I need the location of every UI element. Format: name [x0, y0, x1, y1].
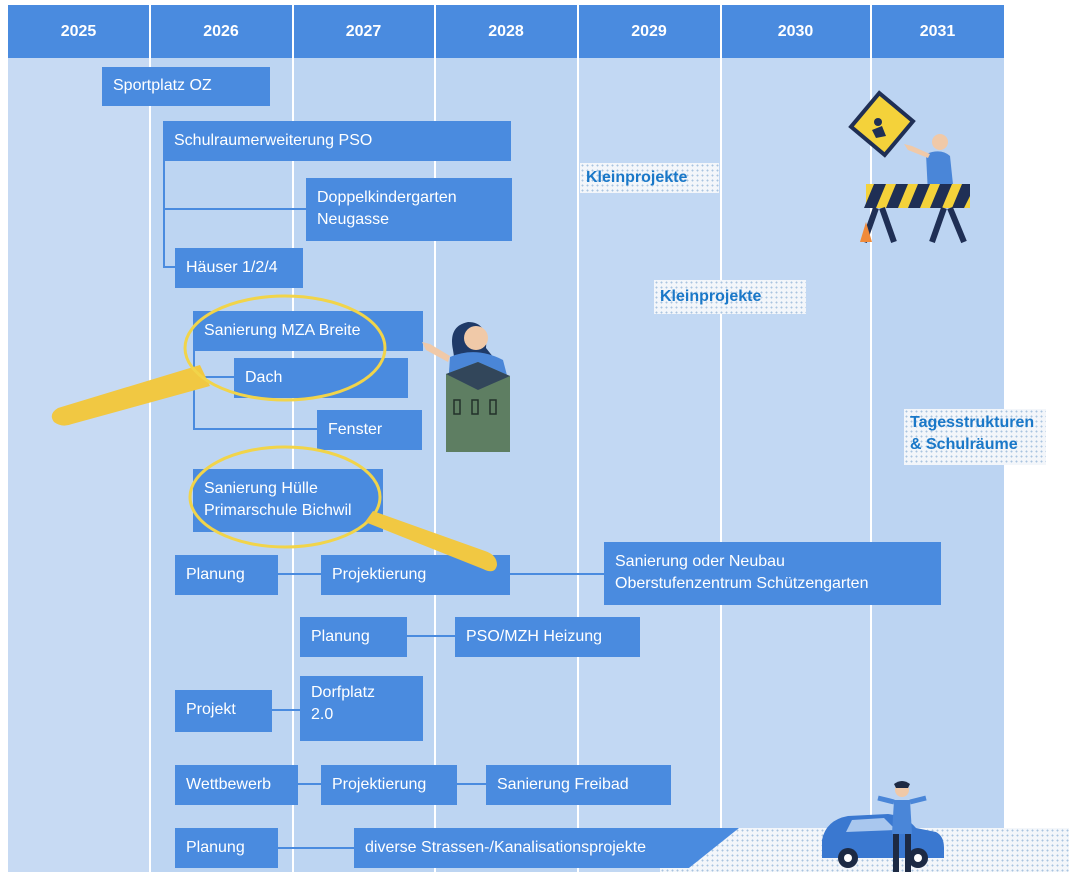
connector-line	[193, 428, 317, 430]
project-sportplatz: Sportplatz OZ	[102, 67, 270, 106]
woman-with-house-icon	[422, 322, 510, 452]
box-line: Doppelkindergarten	[317, 189, 457, 206]
project-planung-oz: Planung	[175, 555, 278, 595]
divider	[870, 5, 872, 872]
column-2025	[8, 58, 149, 872]
year-header-2025: 2025	[8, 5, 149, 58]
box-line: Primarschule Bichwil	[204, 502, 352, 519]
connector-line	[407, 635, 455, 637]
box-line: Sanierung oder Neubau	[615, 553, 785, 570]
project-neubau-oberstufenzentrum: Sanierung oder Neubau Oberstufenzentrum …	[604, 542, 941, 605]
project-projekt-dorfplatz: Projekt	[175, 690, 272, 732]
divider	[577, 5, 579, 872]
divider	[292, 5, 294, 872]
project-heizung: PSO/MZH Heizung	[455, 617, 640, 657]
connector-line	[163, 145, 165, 268]
year-header-2031: 2031	[871, 5, 1004, 58]
project-sanierung-huelle: Sanierung Hülle Primarschule Bichwil	[193, 469, 383, 532]
project-doppelkindergarten: Doppelkindergarten Neugasse	[306, 178, 512, 241]
man-with-car-icon	[822, 781, 944, 872]
box-line: Oberstufenzentrum Schützengarten	[615, 575, 869, 592]
divider	[434, 5, 436, 872]
box-line: Dorfplatz	[311, 684, 376, 701]
connector-line	[278, 573, 321, 575]
year-header-2028: 2028	[435, 5, 577, 58]
box-line: Neugasse	[317, 211, 390, 228]
column-2029	[578, 58, 720, 872]
project-schulraumerweiterung: Schulraumerweiterung PSO	[163, 121, 511, 161]
project-planung-heizung: Planung	[300, 617, 407, 657]
magnifier-icon	[51, 294, 387, 426]
year-header-2027: 2027	[293, 5, 434, 58]
label-tagesstrukturen: Tagesstrukturen & Schulräume	[904, 409, 1046, 465]
connector-line	[193, 376, 234, 378]
project-projektierung-freibad: Projektierung	[321, 765, 457, 805]
column-2030	[721, 58, 870, 872]
divider	[149, 5, 151, 872]
column-2026	[150, 58, 292, 872]
project-sanierung-freibad: Sanierung Freibad	[486, 765, 671, 805]
year-header-2029: 2029	[578, 5, 720, 58]
connector-line	[457, 783, 486, 785]
box-line: 2.0	[311, 706, 334, 723]
connector-line	[272, 709, 300, 711]
project-dorfplatz: Dorfplatz 2.0	[300, 676, 423, 741]
label-kleinprojekte-2: Kleinprojekte	[654, 280, 806, 314]
connector-line	[278, 847, 354, 849]
year-header-2030: 2030	[721, 5, 870, 58]
connector-line	[163, 266, 175, 268]
box-line: Sanierung Hülle	[204, 480, 318, 497]
connector-line	[298, 783, 321, 785]
connector-line	[508, 573, 604, 575]
divider	[720, 5, 722, 872]
project-haeuser: Häuser 1/2/4	[175, 248, 303, 288]
year-header-2026: 2026	[150, 5, 292, 58]
project-strassen: diverse Strassen-/Kanalisationsprojekte	[354, 828, 739, 868]
project-fenster: Fenster	[317, 410, 422, 450]
magnifier-icon	[188, 445, 497, 572]
connector-line	[163, 208, 306, 210]
label-kleinprojekte-1: Kleinprojekte	[580, 163, 719, 193]
project-planung-strassen: Planung	[175, 828, 278, 868]
label-line: & Schulräume	[910, 436, 1018, 453]
project-wettbewerb: Wettbewerb	[175, 765, 298, 805]
label-line: Tagesstrukturen	[910, 414, 1035, 431]
construction-worker-icon	[848, 90, 970, 244]
